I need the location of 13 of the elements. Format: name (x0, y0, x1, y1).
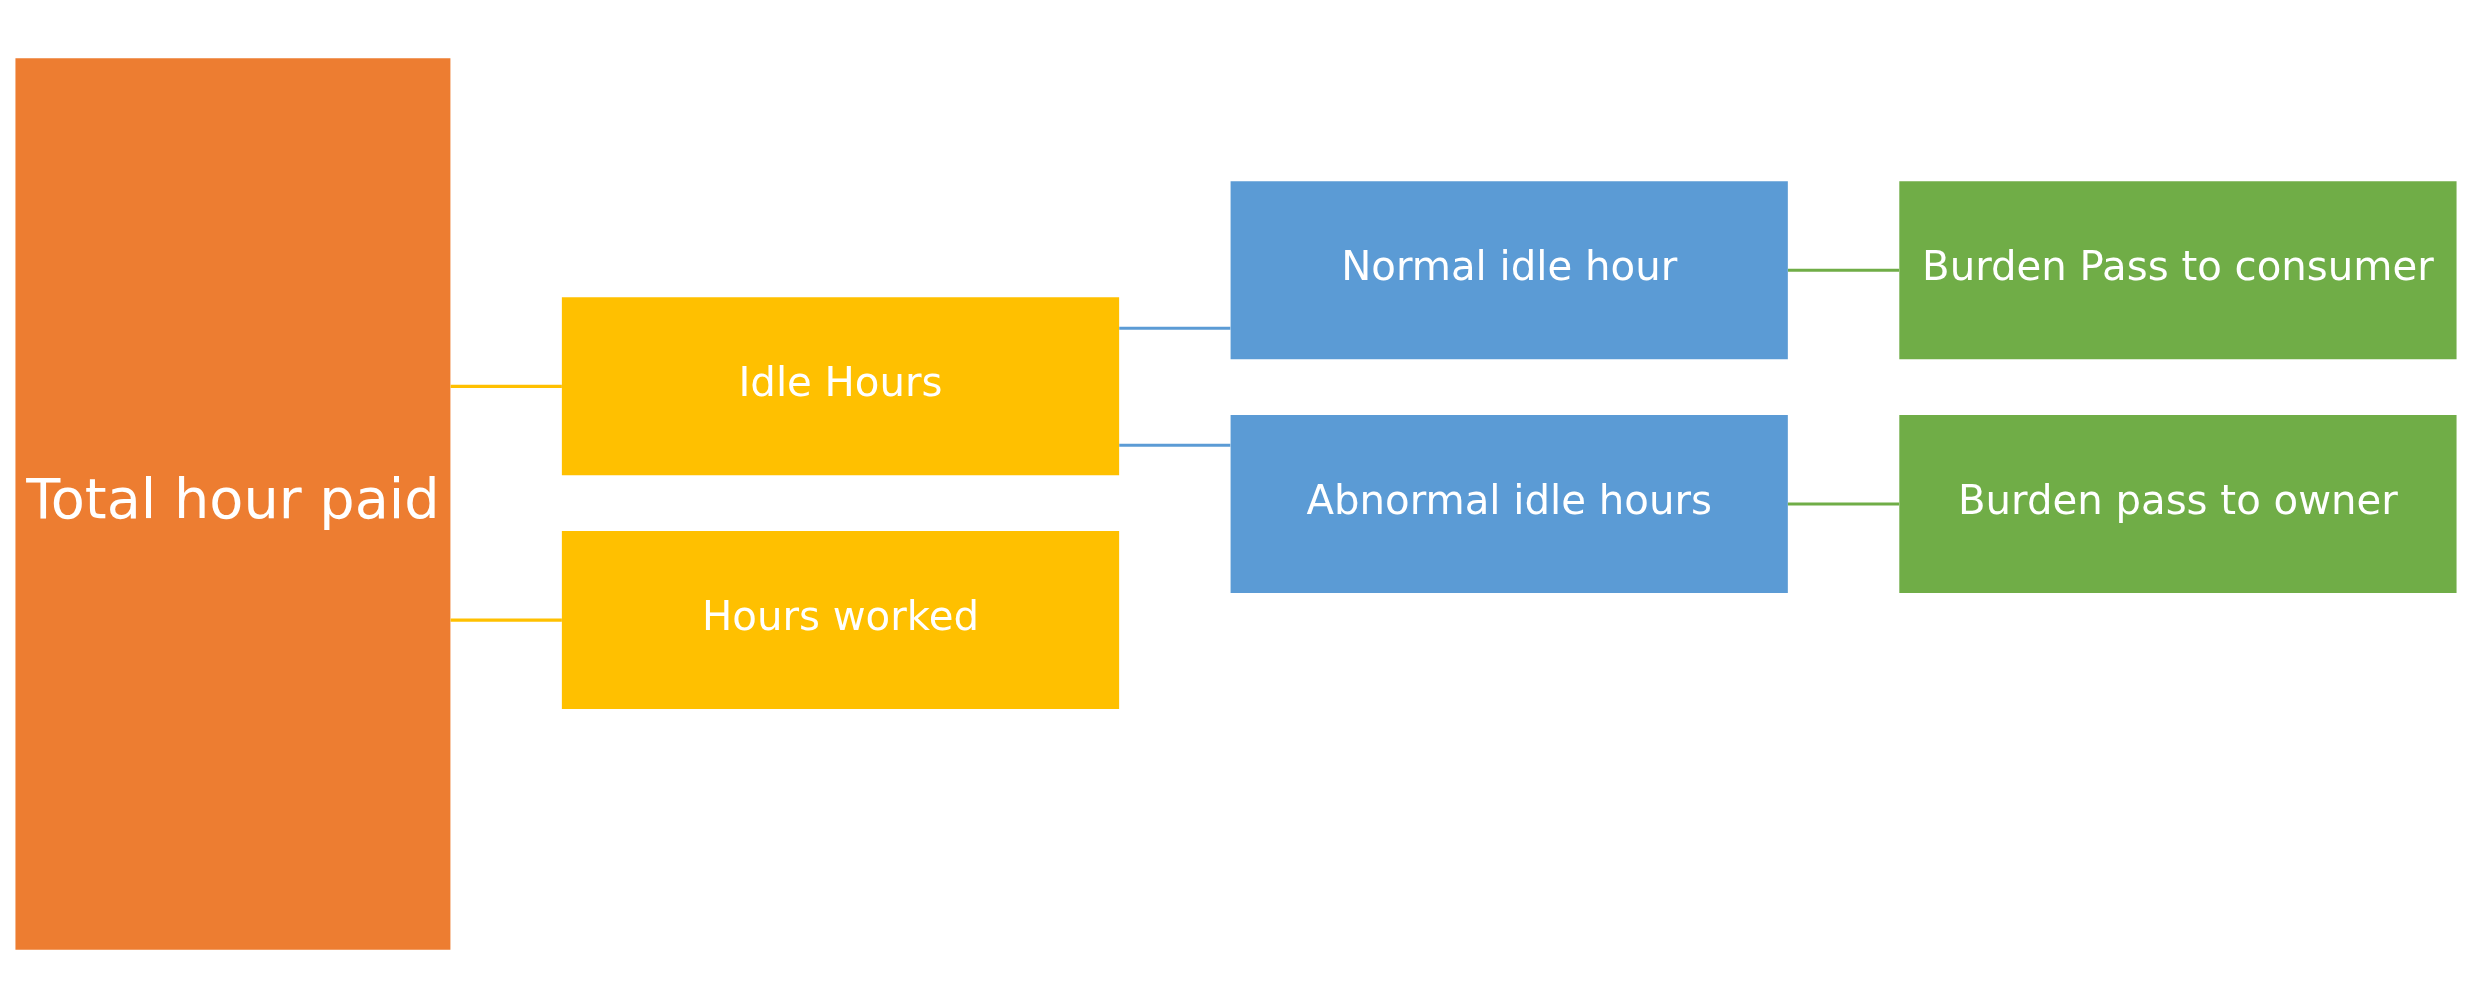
connector (450, 384, 562, 388)
node-box: Total hour paid (15, 58, 451, 950)
connector (1119, 443, 1231, 447)
connector (1119, 326, 1231, 330)
node-box: Burden Pass to consumer (1899, 181, 2457, 360)
node-box: Normal idle hour (1230, 181, 1788, 360)
node-box: Burden pass to owner (1899, 415, 2457, 593)
node-box: Idle Hours (561, 297, 1120, 476)
connector (1787, 502, 1900, 506)
connector (1787, 268, 1900, 272)
node-box: Hours worked (561, 531, 1120, 710)
node-box: Abnormal idle hours (1230, 415, 1788, 593)
connector (450, 618, 562, 622)
